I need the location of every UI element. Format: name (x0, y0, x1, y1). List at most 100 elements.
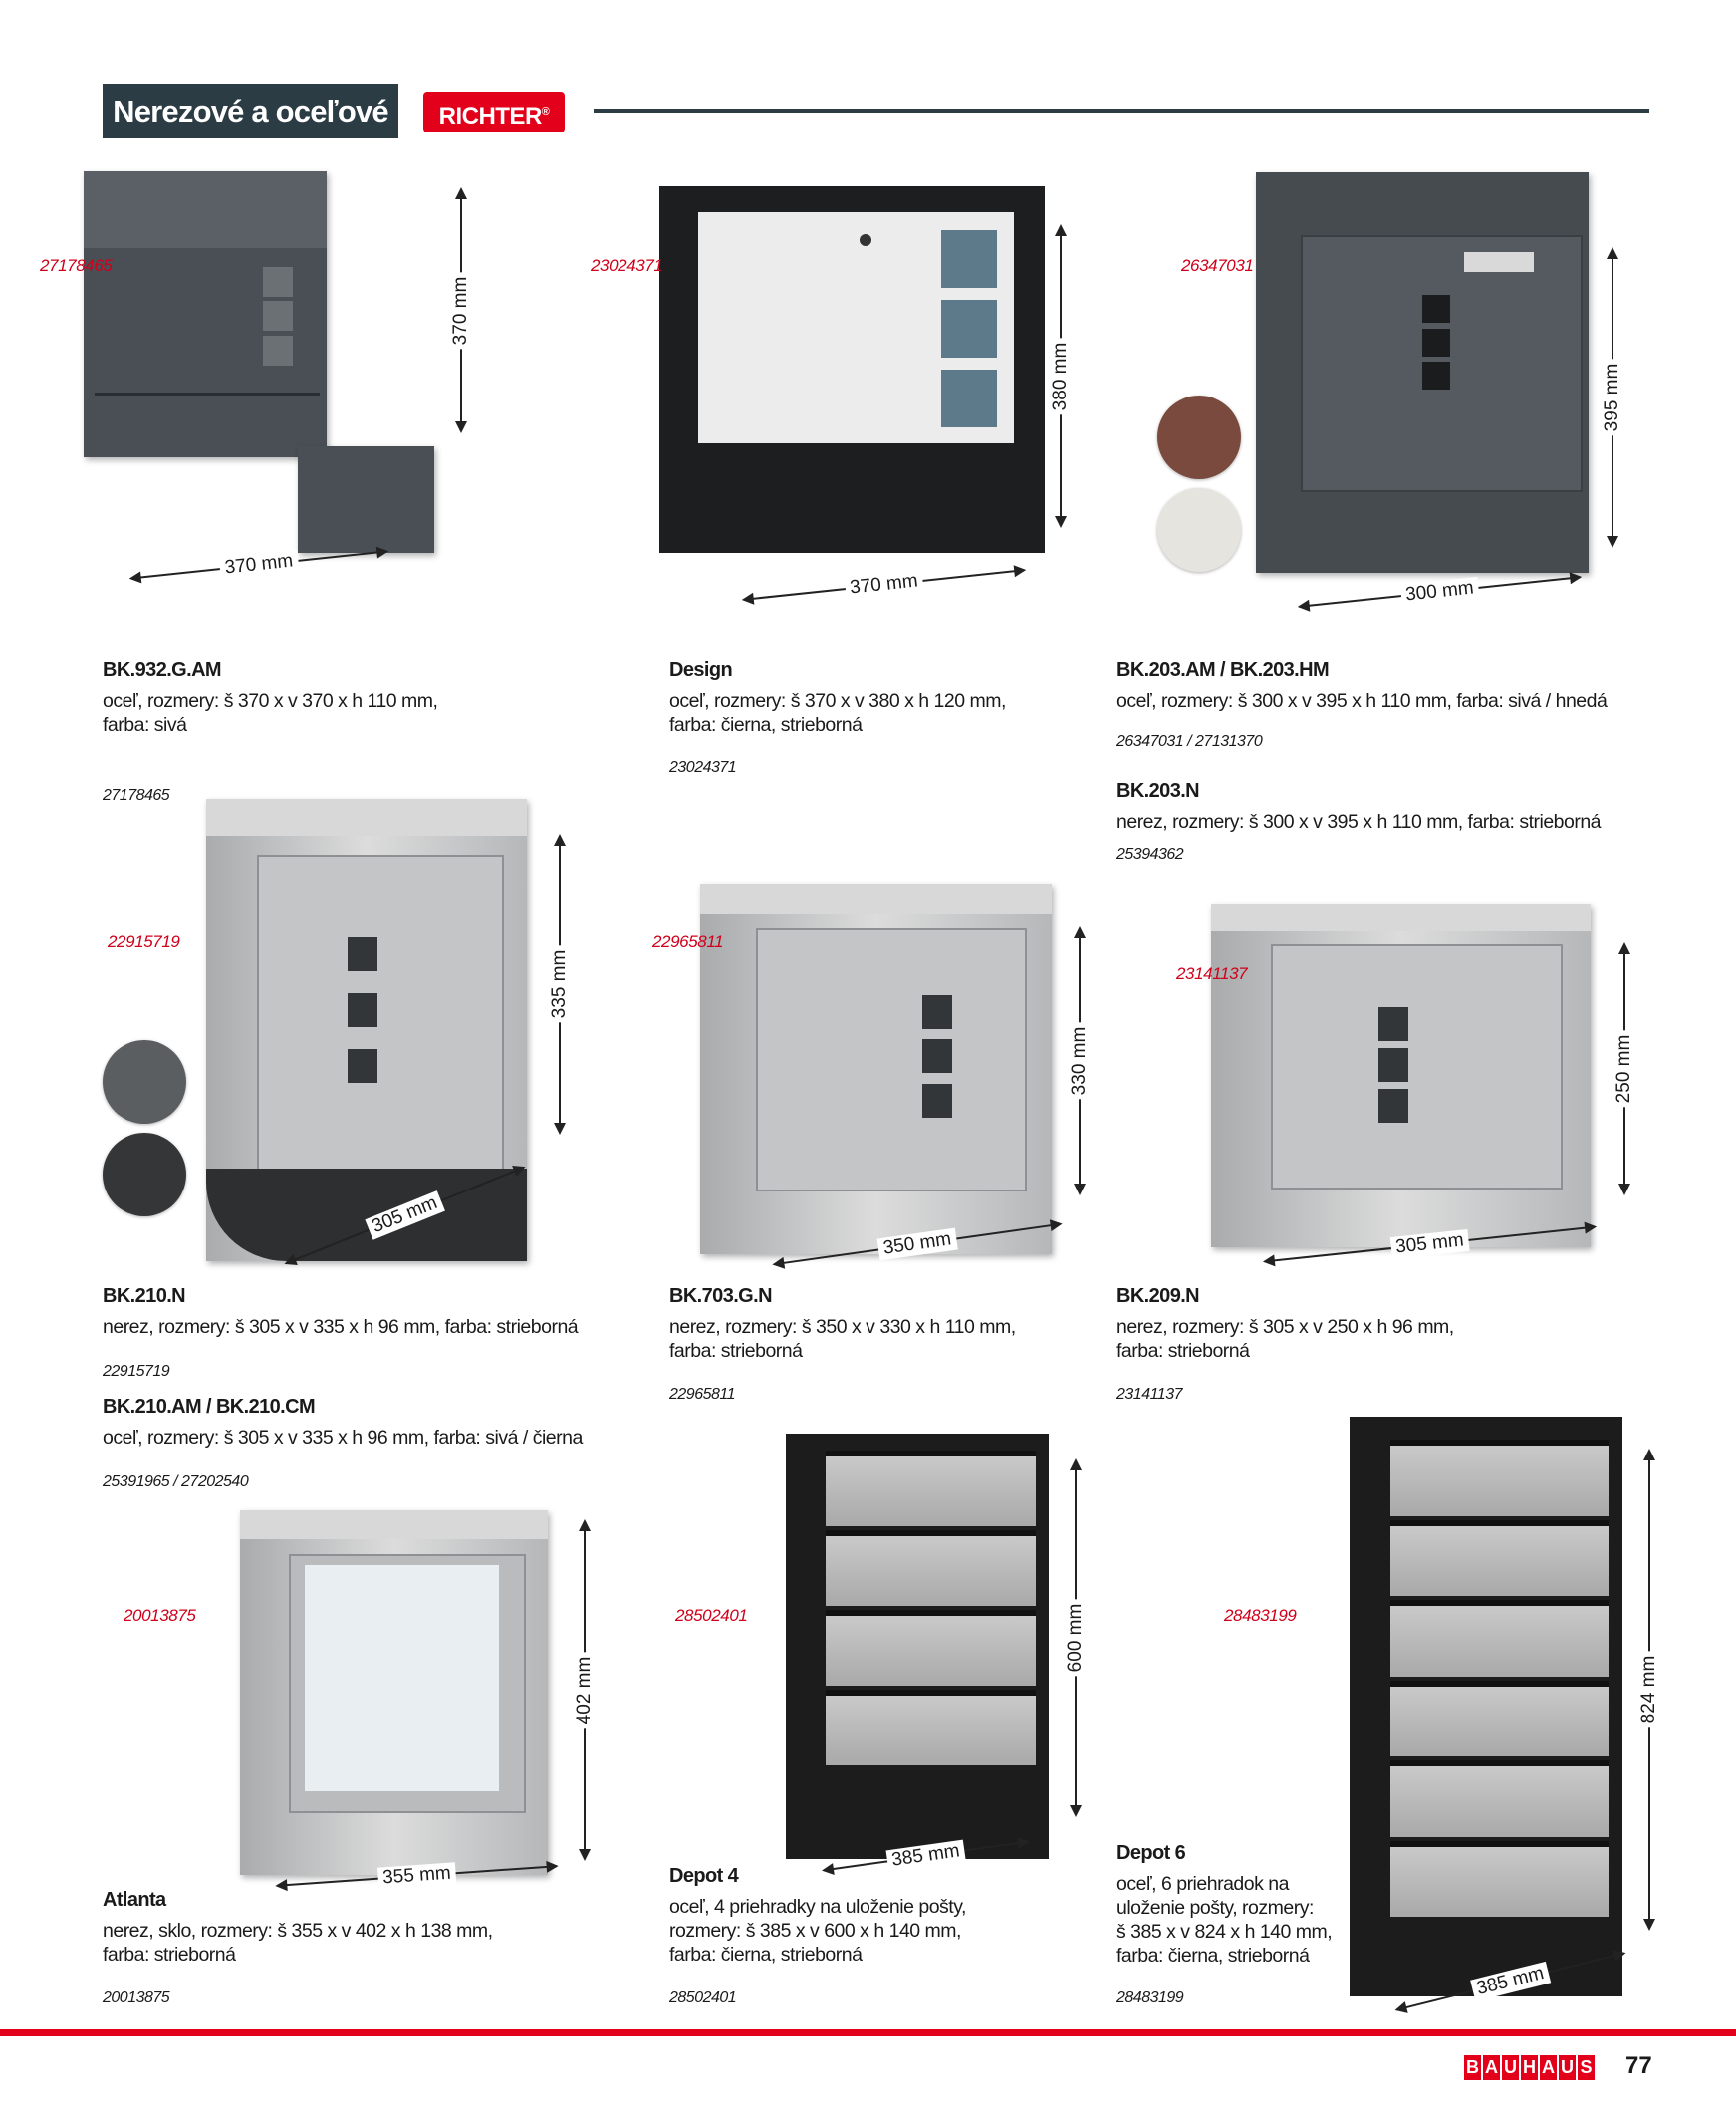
product-description: oceľ, rozmery: š 370 x v 380 x h 120 mm, (669, 690, 1006, 712)
logo-letter: S (1578, 2055, 1595, 2080)
article-number: 27178465 (103, 787, 170, 804)
reference-number: 26347031 (1181, 256, 1254, 275)
product-name: Depot 6 (1116, 1842, 1186, 1864)
product-name: BK.203.AM / BK.203.HM (1116, 660, 1330, 681)
height-dimension-label: 250 mm (1612, 1030, 1637, 1108)
article-number: 28502401 (669, 1989, 737, 2006)
product-name: BK.932.G.AM (103, 660, 222, 681)
window-pane (348, 937, 378, 972)
article-number: 20013875 (103, 1989, 170, 2006)
logo-letter: U (1559, 2055, 1576, 2080)
product-description: rozmery: š 385 x v 600 x h 140 mm, (669, 1920, 961, 1942)
width-dimension-arrow: 370 mm (743, 569, 1025, 601)
reference-number: 22965811 (652, 932, 724, 951)
page-number: 77 (1625, 2052, 1652, 2079)
window-pane (348, 1048, 378, 1083)
window-pane (1422, 328, 1451, 357)
compartment-door (825, 1451, 1036, 1527)
product-image (786, 1434, 1049, 1859)
height-dimension-label: 600 mm (1063, 1599, 1089, 1677)
mailbox-bottom (206, 1169, 528, 1261)
product-description: oceľ, rozmery: š 305 x v 335 x h 96 mm, … (103, 1427, 583, 1449)
window-pane (922, 1083, 953, 1118)
mailbox-lid (206, 799, 528, 837)
width-dimension-label: 370 mm (218, 549, 300, 581)
product-name: Atlanta (103, 1889, 166, 1911)
mailbox-lid (240, 1510, 548, 1540)
compartment-door (825, 1530, 1036, 1607)
mailbox-front (755, 927, 1027, 1192)
color-swatch (1157, 488, 1241, 572)
product-description: nerez, rozmery: š 300 x v 395 x h 110 mm… (1116, 811, 1602, 833)
compartment-door (1390, 1680, 1610, 1757)
product-name: BK.703.G.N (669, 1285, 773, 1307)
compartment-door (1390, 1600, 1610, 1677)
product-image (700, 884, 1071, 1254)
product-description: nerez, rozmery: š 350 x v 330 x h 110 mm… (669, 1316, 1016, 1338)
product-name: BK.210.N (103, 1285, 186, 1307)
product-image (84, 171, 441, 553)
article-number: 22965811 (669, 1386, 736, 1403)
name-plate (1463, 252, 1534, 273)
product-name: BK.210.AM / BK.210.CM (103, 1396, 316, 1418)
mailbox-lid (700, 884, 1053, 914)
window-pane (1378, 1047, 1409, 1082)
product-image (206, 799, 544, 1261)
color-swatch (103, 1040, 186, 1124)
window-pane (922, 994, 953, 1029)
product-description: farba: strieborná (669, 1340, 803, 1362)
mailbox-open-view (298, 445, 434, 553)
article-number: 28483199 (1116, 1989, 1184, 2006)
product-name: BK.209.N (1116, 1285, 1200, 1307)
article-number: 25394362 (1116, 846, 1184, 863)
product-description: oceľ, rozmery: š 370 x v 370 x h 110 mm, (103, 690, 438, 712)
richter-brand-logo: RICHTER® (423, 92, 565, 132)
product-description: š 385 x v 824 x h 140 mm, (1116, 1921, 1333, 1943)
reference-number: 23141137 (1176, 964, 1248, 983)
height-dimension-label: 330 mm (1067, 1022, 1093, 1100)
product-description: oceľ, 4 priehradky na uloženie pošty, (669, 1896, 966, 1918)
lock-icon (860, 233, 872, 246)
article-number: 25391965 / 27202540 (103, 1473, 249, 1490)
product-description: nerez, rozmery: š 305 x v 335 x h 96 mm,… (103, 1316, 579, 1338)
height-dimension-label: 380 mm (1048, 338, 1074, 414)
product-name: Design (669, 660, 733, 681)
logo-letter: A (1540, 2055, 1557, 2080)
window-pane (1422, 294, 1451, 323)
product-image (240, 1510, 564, 1875)
logo-letter: H (1521, 2055, 1538, 2080)
window-pane (1378, 1089, 1409, 1124)
article-number: 23141137 (1116, 1386, 1183, 1403)
article-number: 22915719 (103, 1363, 170, 1380)
mailbox-slot-line (94, 393, 320, 397)
reference-number: 28502401 (675, 1606, 748, 1625)
product-description: farba: sivá (103, 714, 187, 736)
footer-red-line (0, 2029, 1736, 2036)
product-description: oceľ, rozmery: š 300 x v 395 x h 110 mm,… (1116, 690, 1608, 712)
width-dimension-label: 370 mm (844, 569, 924, 601)
window-pane (348, 992, 378, 1027)
letter-window (305, 1564, 499, 1791)
window-pane (940, 300, 997, 359)
product-description: farba: strieborná (103, 1944, 236, 1966)
product-description: nerez, sklo, rozmery: š 355 x v 402 x h … (103, 1920, 493, 1942)
window-pane (940, 230, 997, 289)
product-image (659, 186, 1045, 553)
window-pane (262, 335, 293, 366)
reference-number: 27178465 (40, 256, 113, 275)
window-pane (1422, 362, 1451, 391)
height-dimension-label: 402 mm (572, 1652, 598, 1728)
color-swatch (103, 1133, 186, 1216)
brand-name: RICHTER (438, 103, 543, 130)
product-image (1211, 904, 1611, 1247)
height-dimension-label: 370 mm (448, 272, 474, 349)
compartment-door (825, 1690, 1036, 1766)
reference-number: 22915719 (108, 932, 180, 951)
compartment-door (1390, 1840, 1610, 1918)
compartment-door (825, 1610, 1036, 1687)
width-dimension-label: 355 mm (376, 1862, 457, 1890)
product-name: Depot 4 (669, 1865, 739, 1887)
window-pane (940, 370, 997, 427)
logo-letter: U (1502, 2055, 1519, 2080)
